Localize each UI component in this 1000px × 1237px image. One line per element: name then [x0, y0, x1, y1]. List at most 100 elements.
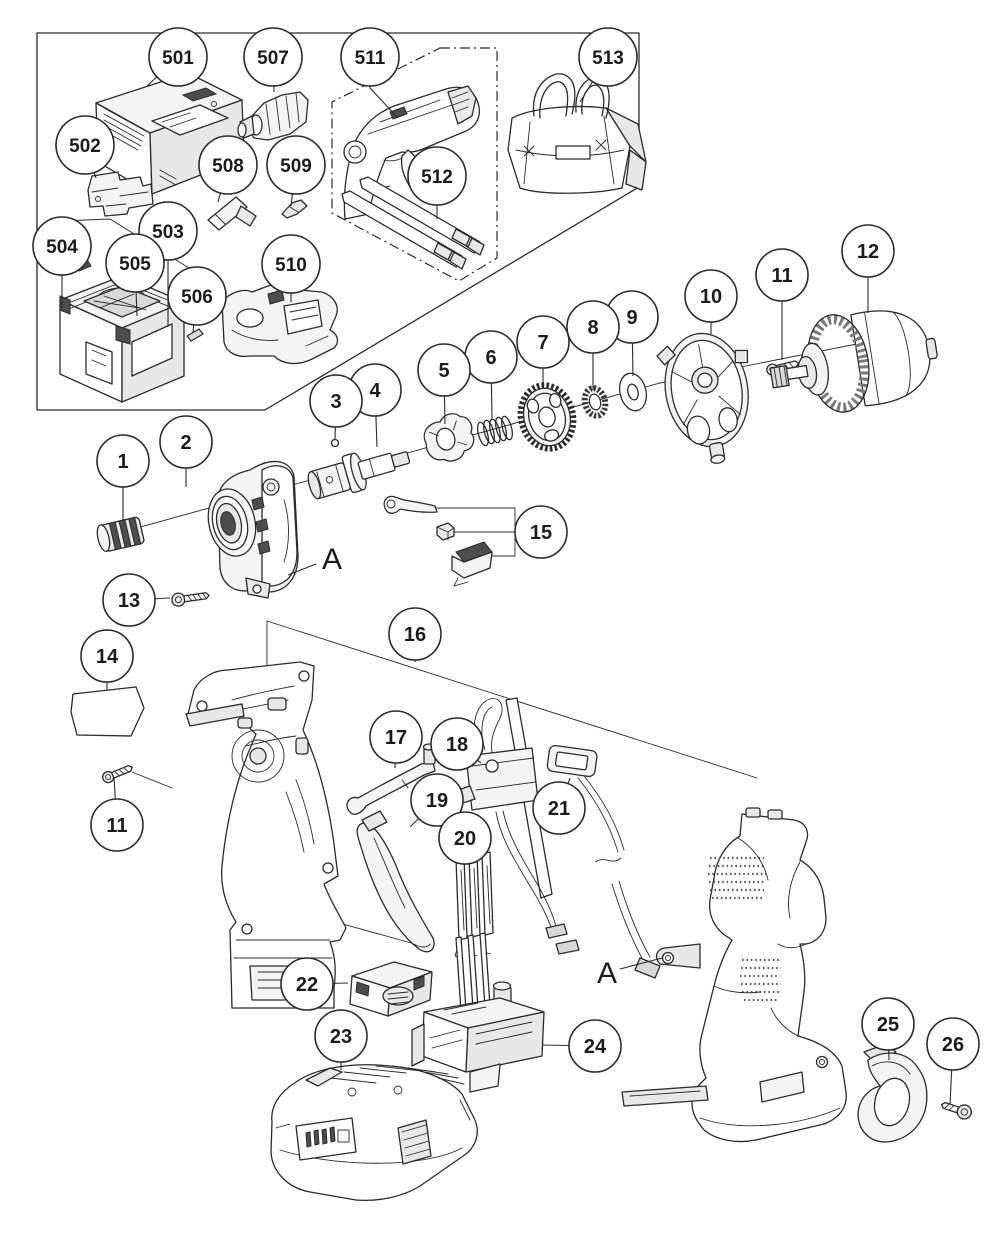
callout-number: 511 — [355, 48, 386, 69]
callout-21: 21 — [532, 781, 586, 835]
callout-507: 507 — [243, 27, 303, 87]
callout-number: 14 — [96, 646, 119, 668]
callout-circle — [243, 27, 303, 87]
callout-circle — [314, 1009, 368, 1063]
part-gear — [517, 382, 577, 452]
callout-number: 505 — [119, 254, 151, 275]
callout-circle — [566, 300, 620, 354]
callout-505: 505 — [105, 233, 165, 293]
callout-circle — [148, 27, 208, 87]
callout-506: 506 — [167, 266, 227, 326]
callout-circle — [102, 573, 156, 627]
callout-circle — [417, 343, 471, 397]
view-letter-A: A — [322, 543, 342, 576]
callout-circle — [280, 957, 334, 1011]
part-chuck — [237, 91, 309, 141]
callout-circle — [388, 607, 442, 661]
callout-number: 4 — [369, 380, 381, 402]
callout-13: 13 — [102, 573, 156, 627]
part-case-inlay — [83, 285, 161, 318]
callout-17: 17 — [369, 710, 423, 764]
callout-8: 8 — [566, 300, 620, 354]
callout-14: 14 — [80, 629, 134, 683]
callout-10: 10 — [684, 269, 738, 323]
callout-510: 510 — [261, 234, 321, 294]
callout-number: 25 — [877, 1014, 899, 1036]
kit-sub-box — [331, 47, 498, 282]
part-terminal-block — [411, 932, 545, 1093]
callout-circle — [926, 1017, 980, 1071]
callout-number: 19 — [426, 790, 448, 812]
callout-number: 12 — [857, 241, 879, 263]
part-needle-bearing — [581, 385, 609, 419]
callout-number: 1 — [117, 451, 128, 473]
callout-circle — [198, 135, 258, 195]
callout-12: 12 — [841, 224, 895, 278]
callout-circle — [438, 811, 492, 865]
callout-number: 8 — [587, 317, 598, 339]
callout-501: 501 — [148, 27, 208, 87]
part-housing-right-half — [621, 807, 847, 1143]
callout-circle — [266, 135, 326, 195]
leader-line — [287, 563, 317, 576]
callout-circle — [159, 415, 213, 469]
callout-number: 21 — [548, 798, 570, 820]
callout-circle — [55, 115, 115, 175]
callout-513: 513 — [578, 27, 638, 87]
callout-26: 26 — [926, 1017, 980, 1071]
part-spring — [477, 415, 513, 447]
callout-2: 2 — [159, 415, 213, 469]
callout-511: 511 — [340, 27, 400, 87]
callout-1: 1 — [96, 434, 150, 488]
callout-circle — [841, 224, 895, 278]
callout-number: 15 — [530, 522, 552, 544]
callout-number: 10 — [700, 286, 722, 308]
callout-15: 15 — [514, 505, 568, 559]
callout-24: 24 — [568, 1019, 622, 1073]
callout-circle — [309, 374, 363, 428]
callout-number: 22 — [296, 974, 318, 996]
callout-number: 501 — [162, 48, 194, 69]
part-battery-pack — [270, 1064, 478, 1202]
callout-23: 23 — [314, 1009, 368, 1063]
callout-512: 512 — [407, 146, 467, 206]
part-bit-holder — [207, 196, 257, 231]
callout-number: 9 — [626, 307, 637, 329]
callout-circle — [96, 434, 150, 488]
callout-509: 509 — [266, 135, 326, 195]
callout-7: 7 — [516, 315, 570, 369]
callout-16: 16 — [388, 607, 442, 661]
callout-circle — [167, 266, 227, 326]
callout-18: 18 — [430, 717, 484, 771]
callout-number: 16 — [404, 624, 426, 646]
callout-number: 13 — [118, 590, 140, 612]
callout-number: 17 — [385, 727, 407, 749]
callout-circle — [369, 710, 423, 764]
part-tool-bag — [507, 73, 647, 194]
part-spindle — [307, 451, 411, 500]
part-driver-bit — [281, 199, 308, 219]
callout-circle — [755, 248, 809, 302]
callout-number: 11 — [771, 265, 792, 287]
part-shift-lever-set — [383, 495, 493, 587]
callout-number: 7 — [537, 332, 548, 354]
callout-number: 507 — [257, 48, 289, 69]
callout-circle — [514, 505, 568, 559]
callout-20: 20 — [438, 811, 492, 865]
callout-circle — [684, 269, 738, 323]
callout-number: 11 — [106, 815, 127, 837]
callout-22: 22 — [280, 957, 334, 1011]
callout-circle — [568, 1019, 622, 1073]
leader-lines — [61, 56, 954, 1105]
part-name-plate — [70, 686, 145, 737]
leader-line — [619, 957, 663, 970]
part-belt-hook — [857, 1043, 928, 1143]
callout-number: 509 — [280, 156, 312, 177]
part-tray-insert — [221, 281, 339, 365]
part-washer — [618, 372, 648, 412]
callout-504: 504 — [32, 216, 92, 276]
callout-circle — [105, 233, 165, 293]
part-screw-13 — [171, 592, 210, 607]
